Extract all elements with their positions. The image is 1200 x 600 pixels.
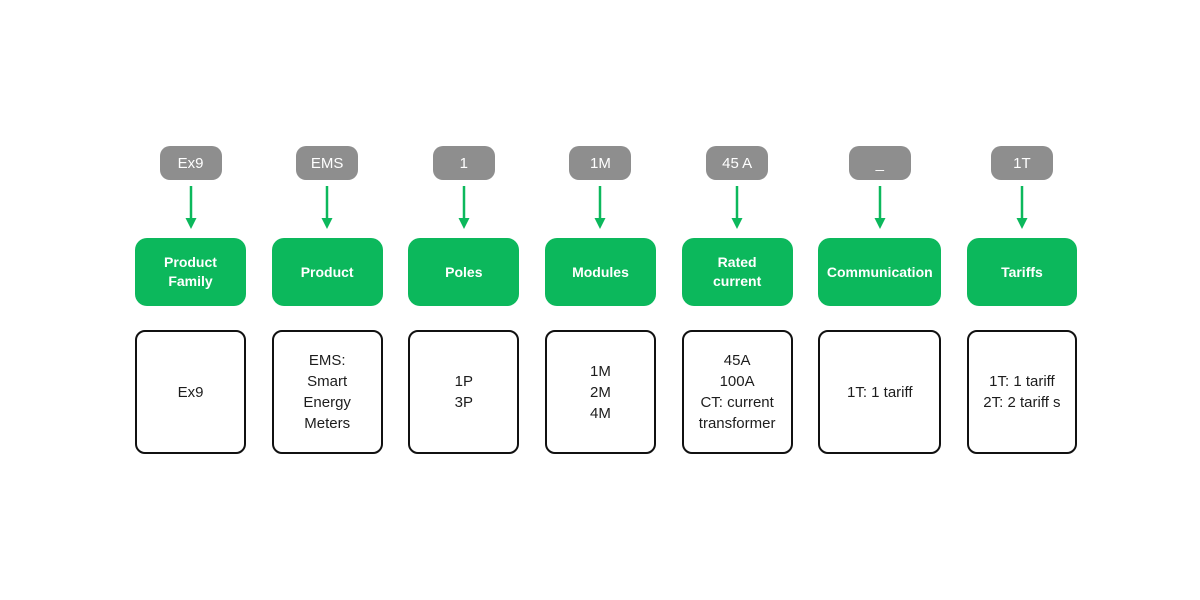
category-label: Tariffs [966, 238, 1077, 306]
category-label: Modules [544, 238, 656, 306]
code-badge: 1M [569, 146, 632, 180]
code-column: _ Communication 1T: 1 tariff [818, 146, 942, 454]
options-box: Ex9 [135, 330, 246, 454]
code-badge: 1T [990, 146, 1053, 180]
options-box: 1T: 1 tariff [818, 330, 942, 454]
category-label: Communication [818, 238, 942, 306]
code-badge: EMS [296, 146, 359, 180]
down-arrow-icon [458, 186, 470, 229]
down-arrow-icon [321, 186, 333, 229]
category-label: Poles [408, 238, 520, 306]
down-arrow-icon [874, 186, 886, 229]
code-badge: _ [848, 146, 911, 180]
category-label: Product [271, 238, 383, 306]
code-badge: 45 A [706, 146, 769, 180]
code-badge: Ex9 [159, 146, 222, 180]
down-arrow-icon [1016, 186, 1028, 229]
down-arrow-icon [594, 186, 606, 229]
down-arrow-icon [731, 186, 743, 229]
code-badge: 1 [432, 146, 495, 180]
down-arrow-icon [185, 186, 196, 229]
